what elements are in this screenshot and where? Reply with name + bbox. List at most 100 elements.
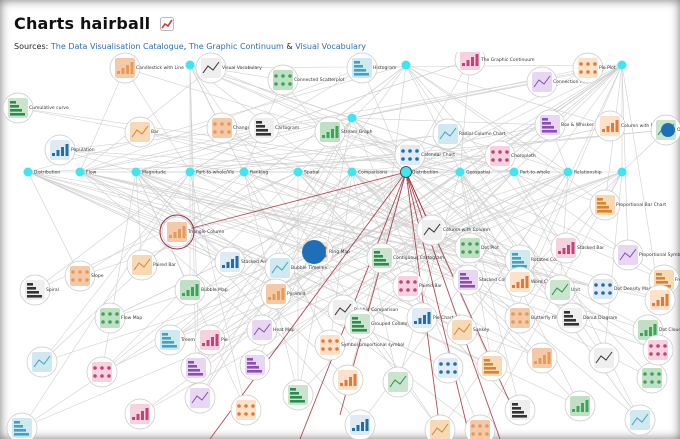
- chart-node[interactable]: [464, 414, 496, 439]
- category-hub[interactable]: Spatial: [293, 167, 320, 177]
- chart-node[interactable]: [344, 409, 376, 439]
- chart-node[interactable]: Choropleth: [484, 140, 536, 172]
- category-hub[interactable]: Geospatial: [455, 167, 491, 177]
- chart-node[interactable]: [184, 382, 216, 414]
- chart-node[interactable]: Paired Bar: [126, 249, 176, 281]
- chart-node[interactable]: Treemap: [154, 324, 201, 356]
- chart-node[interactable]: Pie: [194, 324, 228, 356]
- chart-node[interactable]: Stream Graph: [314, 116, 373, 148]
- chart-node[interactable]: Pyramid: [260, 278, 306, 310]
- chart-node[interactable]: Triangle Column: [161, 216, 224, 248]
- chart-node[interactable]: [282, 379, 314, 411]
- category-hub[interactable]: Distribution: [23, 167, 61, 177]
- chart-node[interactable]: [636, 362, 668, 394]
- chart-node[interactable]: Symbol proportional symbol: [314, 329, 404, 361]
- chart-node[interactable]: Cartogram: [248, 112, 299, 144]
- chart-node[interactable]: Histogram: [346, 52, 396, 84]
- chart-node[interactable]: Pie Plot: [572, 52, 616, 84]
- chart-node[interactable]: [382, 366, 414, 398]
- chart-node[interactable]: Butterfly filled line: [504, 302, 573, 334]
- chart-node[interactable]: Stacked Column: [452, 264, 516, 296]
- chart-node[interactable]: [476, 350, 508, 382]
- chart-node[interactable]: [230, 394, 262, 426]
- chart-node[interactable]: [124, 398, 156, 430]
- chart-node[interactable]: Connected Scatterplot: [267, 64, 345, 96]
- chart-node[interactable]: Column with Points: [594, 110, 665, 142]
- chart-node[interactable]: Paired Bar: [392, 270, 442, 302]
- chart-node[interactable]: Stacked Bar: [550, 232, 604, 264]
- chart-node[interactable]: [432, 352, 464, 384]
- chart-node[interactable]: [424, 414, 456, 439]
- chart-node[interactable]: [180, 352, 212, 384]
- category-hub[interactable]: Part-to-whole/Vis: [185, 167, 235, 177]
- chart-node[interactable]: [644, 284, 676, 316]
- chart-node[interactable]: [526, 342, 558, 374]
- chart-node[interactable]: [642, 334, 674, 366]
- category-hub[interactable]: Part-to-whole: [509, 167, 551, 177]
- thumbnail-dot: [274, 74, 278, 78]
- chart-node[interactable]: Connection Map: [526, 66, 590, 98]
- chart-node[interactable]: Calendar Chart: [394, 139, 455, 171]
- chart-node[interactable]: Unit: [544, 274, 580, 306]
- chart-node[interactable]: Heat Map: [246, 314, 295, 346]
- chart-node[interactable]: [6, 412, 38, 439]
- chart-node[interactable]: Slope: [64, 260, 104, 292]
- chart-node[interactable]: Proportional Symbol: [612, 239, 680, 271]
- chart-node[interactable]: Bubble Timeline: [264, 252, 327, 284]
- category-hub[interactable]: [617, 60, 627, 70]
- chart-node[interactable]: Contiguous Cartogram: [366, 242, 444, 274]
- chart-node[interactable]: Bar: [124, 116, 159, 148]
- chart-node[interactable]: Proportional Bar Chart: [589, 189, 666, 221]
- chart-node[interactable]: [624, 404, 656, 436]
- category-hub[interactable]: [347, 113, 357, 123]
- chart-thumbnail: [642, 368, 662, 388]
- category-hub[interactable]: Flow: [75, 167, 97, 177]
- chart-node[interactable]: [26, 346, 58, 378]
- category-hub[interactable]: [617, 167, 627, 177]
- chart-node[interactable]: Radial Column Chart: [432, 118, 506, 150]
- category-hub[interactable]: Magnitude: [131, 167, 167, 177]
- chart-node[interactable]: [332, 364, 364, 396]
- thumbnail-dot: [213, 130, 217, 134]
- chart-node[interactable]: Visual Vocabulary: [195, 52, 262, 84]
- chart-node[interactable]: Rotated Column: [504, 244, 567, 276]
- source-link-datavizcatalogue[interactable]: The Data Visualisation Catalogue: [50, 42, 184, 51]
- category-hub[interactable]: Relationship: [563, 167, 602, 177]
- chart-node[interactable]: [239, 349, 271, 381]
- category-hub[interactable]: Ranking: [239, 167, 269, 177]
- chart-node[interactable]: [588, 342, 620, 374]
- chart-node[interactable]: [86, 356, 118, 388]
- category-hub[interactable]: Comparisons: [347, 167, 388, 177]
- chart-node[interactable]: Dot Plot: [454, 232, 499, 264]
- chart-node[interactable]: Candlestick with Line: [109, 52, 184, 84]
- chart-node[interactable]: Word Cloud: [504, 266, 557, 298]
- chart-node[interactable]: Grouped Column: [344, 308, 409, 340]
- selected-hub[interactable]: [400, 166, 412, 178]
- chart-node[interactable]: Pie Charts: [406, 302, 456, 334]
- chart-node[interactable]: Flow Map: [94, 302, 142, 334]
- chart-node[interactable]: Box & Whisker: [534, 109, 594, 141]
- chart-node[interactable]: Population: [44, 134, 95, 166]
- chart-node[interactable]: Column with Column: [416, 214, 490, 246]
- chart-node[interactable]: Bubble Map: [174, 274, 228, 306]
- chart-node[interactable]: [564, 390, 596, 422]
- chart-node[interactable]: Cumulative curve: [2, 92, 69, 124]
- hub-dot: [75, 167, 85, 177]
- chart-node[interactable]: [504, 394, 536, 426]
- chart-node[interactable]: Dot Density Map: [587, 273, 652, 305]
- chart-node[interactable]: Stacked Area: [214, 246, 271, 278]
- graph-edge: [17, 107, 353, 173]
- source-link-graphic-continuum[interactable]: The Graphic Continuum: [188, 42, 284, 51]
- chart-node[interactable]: The Graphic Continuum: [454, 52, 534, 76]
- category-hub[interactable]: [401, 60, 411, 70]
- chart-node[interactable]: Donut Diagram: [556, 302, 617, 334]
- category-hub[interactable]: [185, 60, 195, 70]
- thumbnail-bar: [27, 295, 42, 298]
- chart-node[interactable]: Spiral: [19, 274, 59, 306]
- chart-node[interactable]: Sankey: [446, 314, 490, 346]
- thumbnail-bar: [162, 341, 174, 344]
- thumbnail-bar: [644, 330, 648, 336]
- source-link-visual-vocabulary[interactable]: Visual Vocabulary: [295, 42, 366, 51]
